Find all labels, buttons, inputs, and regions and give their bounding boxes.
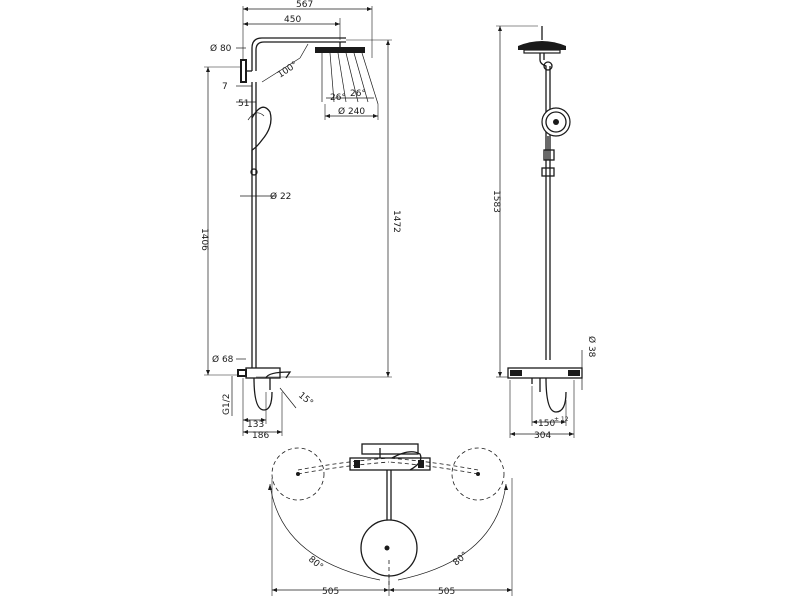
label-wall-flange-diameter: Ø 80 [210,43,232,54]
label-arm-length: 450 [284,15,301,25]
hand-shower [251,106,272,151]
shower-arm [251,37,346,71]
label-head-diameter: Ø 240 [338,106,365,117]
label-side-width: 304 [534,431,551,441]
label-connection-spacing: 150 [538,419,555,429]
label-mixer-projection: 186 [252,431,269,441]
top-view: 80° 80° 505 505 [268,443,513,597]
swivel-arc-right [397,483,507,581]
label-swivel-angle-left: 80° [306,555,325,573]
label-swivel-angle-right: 80° [452,550,471,568]
spray-fan [321,52,379,105]
label-hose-diameter: Ø 38 [586,336,597,358]
side-overhead-head [518,41,566,50]
front-view: 567 450 Ø 80 100° 26° 26° Ø 240 7 51 Ø 2… [199,0,401,441]
label-spray-angle-left: 26° [330,93,346,103]
hose-loop [253,377,273,411]
top-swung-head-right [451,447,505,501]
label-spout-angle: 15° [296,391,315,409]
label-wall-offset: 51 [238,99,249,109]
label-arm-angle: 100° [276,60,300,80]
label-reach-right: 505 [438,587,455,597]
label-spout-projection: 133 [247,420,264,430]
label-total-height: 1406 [199,228,209,251]
side-view: 1583 Ø 38 150 ± 12 304 [491,25,597,441]
label-reach-left: 505 [322,587,339,597]
label-connection-thread: G1/2 [222,394,232,415]
label-riser-height: 1472 [391,210,401,233]
label-wall-offset-small: 7 [222,82,228,92]
side-hand-shower [541,107,571,177]
top-swung-head-left [271,447,325,501]
label-mixer-diameter: Ø 68 [212,354,234,365]
label-connection-tolerance: ± 12 [554,416,569,423]
label-spray-angle-right: 26° [350,89,366,99]
label-riser-diameter: Ø 22 [270,191,291,202]
wall-flange [240,59,247,83]
label-total-width: 567 [296,0,313,10]
overhead-shower-head [315,47,365,53]
label-side-height: 1583 [491,190,501,213]
top-mixer [361,443,419,455]
swivel-arc-left [269,483,381,581]
